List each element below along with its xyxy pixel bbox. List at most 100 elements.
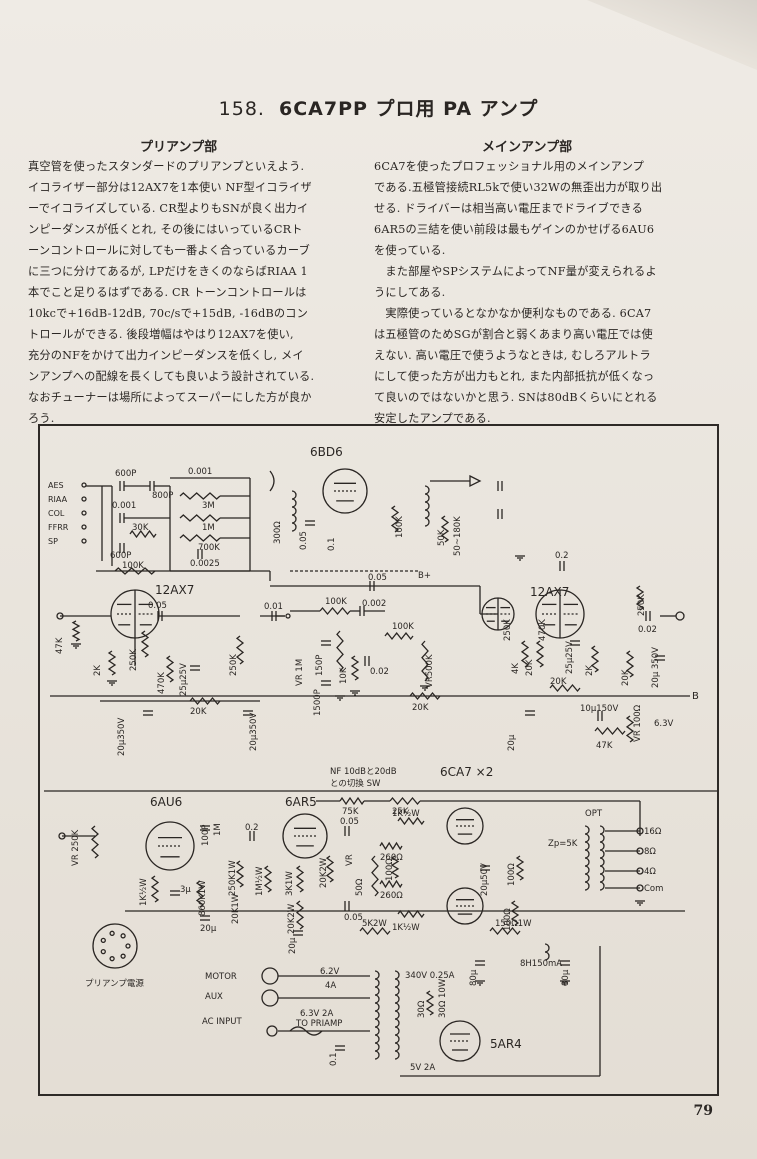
coil-symbol (394, 1026, 400, 1036)
resistor-symbol (235, 635, 245, 665)
preamp-text-column: 真空管を使ったスタンダードのプリアンプといえよう.イコライザー部分は12AX7を… (28, 156, 314, 429)
resistor-symbol (71, 620, 81, 642)
resistor-symbol (295, 865, 305, 893)
schematic-label: 5V 2A (410, 1063, 435, 1073)
schematic-label: 10μ150V (580, 704, 618, 714)
schematic-label: 4K (511, 663, 521, 674)
schematic-label: 800P (152, 491, 173, 501)
right-text-line: 6CA7を使ったプロフェッショナル用のメインアンプ (374, 160, 645, 173)
vacuum-tube-symbol (282, 813, 328, 859)
schematic-label: 1K½W (392, 809, 420, 819)
resistor-symbol (489, 926, 521, 936)
coil-symbol (374, 1034, 380, 1044)
coil-symbol (544, 943, 550, 953)
coil-symbol (599, 857, 605, 867)
page-corner-fold (587, 0, 757, 70)
node (285, 613, 291, 619)
schematic-label: 6.2V (320, 967, 340, 977)
schematic-label: TO PRIAMP (295, 1019, 342, 1029)
schematic-label: 20μ 350V (651, 647, 661, 688)
schematic-label: 100P (201, 825, 211, 846)
resistor-symbol (409, 691, 441, 701)
socket-pin (125, 943, 131, 949)
schematic-label: 250K (229, 654, 239, 676)
schematic-label: 250K (129, 649, 139, 671)
coil-symbol (291, 514, 297, 524)
mainamp-text-column: 6CA7を使ったプロフェッショナル用のメインアンプである.五極管接続RL5kで使… (374, 156, 662, 429)
coil-symbol (291, 506, 297, 516)
vacuum-tube-symbol (446, 887, 484, 925)
selector-contact (81, 524, 87, 530)
coil-symbol (374, 986, 380, 996)
schematic-label: 100Ω (385, 858, 395, 881)
schematic-label: 50Ω (355, 878, 365, 896)
left-text-line: ンピーダンスが低くとれ, その後にはいっているCRト (28, 223, 303, 236)
coil-symbol (584, 825, 590, 835)
coil-symbol (599, 841, 605, 851)
resistor-symbol (129, 529, 157, 539)
schematic-label: Zp=5K (548, 839, 578, 849)
resistor-symbol (107, 650, 117, 676)
right-text-line: うにしてある. (374, 286, 446, 299)
schematic-label: 0.02 (638, 625, 657, 635)
schematic-label: AUX (205, 992, 223, 1002)
resistor-symbol (625, 650, 635, 678)
vacuum-tube-symbol (439, 1020, 481, 1062)
schematic-label: 250K (503, 619, 513, 641)
resistor-symbol (336, 630, 344, 672)
ac-input (266, 1025, 278, 1037)
schematic-label: 0.05 (344, 913, 363, 923)
schematic-label: 25K (392, 807, 409, 817)
schematic-label: 5K2W (362, 919, 387, 929)
tube-label: 12AX7 (155, 583, 194, 597)
resistor-symbol (379, 841, 403, 851)
left-text-line: トロールができる. 後段増幅はやはり12AX7を使い, (28, 328, 294, 341)
socket-pin (109, 930, 115, 936)
left-text-line: イコライザー部分は12AX7を1本使い NF型イコライザ (28, 181, 312, 194)
schematic-label: 3K1W (285, 871, 295, 896)
page-title: 158.6CA7PP プロ用 PA アンプ (0, 94, 757, 121)
schematic-label: 3μ (180, 885, 191, 895)
resistor-symbol (440, 515, 450, 543)
resistor-symbol (520, 640, 530, 668)
resistor-symbol (510, 900, 520, 926)
coil-symbol (599, 833, 605, 843)
schematic-label: 50~180K (453, 516, 463, 556)
resistor-symbol (339, 796, 365, 806)
right-text-line: 実際使っているとなかなか便利なものである. 6CA7 (374, 307, 652, 320)
right-text-line: えない. 高い電圧で使うようなときは, むしろアルトラ (374, 349, 651, 362)
schematic-label: 1K½W (392, 923, 420, 933)
schematic-label: 260Ω (380, 891, 403, 901)
schematic-label: 470K (157, 672, 167, 694)
coil-symbol (374, 1042, 380, 1052)
resistor-symbol (91, 825, 99, 859)
resistor-symbol (150, 875, 160, 903)
coil-symbol (424, 493, 430, 503)
resistor-symbol (421, 640, 429, 682)
tube-label: 5AR4 (490, 1037, 522, 1051)
schematic-label: 2K (93, 665, 103, 676)
schematic-label: 150Ω1W (495, 919, 532, 929)
schematic-label: 0.05 (299, 531, 309, 550)
schematic-label: 30K (132, 523, 149, 533)
coil-symbol (374, 1018, 380, 1028)
schematic-label: 860K1W (198, 880, 208, 916)
schematic-label: 3M (202, 501, 215, 511)
schematic-label: 150P (315, 655, 325, 676)
coil-symbol (599, 825, 605, 835)
resistor-symbol (397, 909, 425, 919)
schematic-label: 20μ (507, 734, 517, 751)
tube-label: 6AR5 (285, 795, 317, 809)
schematic-label: 75K (342, 807, 359, 817)
schematic-label: 8H150mA (520, 959, 562, 969)
coil-symbol (584, 881, 590, 891)
coil-symbol (599, 873, 605, 883)
resistor-symbol (350, 655, 360, 681)
schematic-label: 4Ω (644, 867, 656, 877)
schematic-label: 0.001 (188, 467, 212, 477)
tube-label: 6CA7 ×2 (440, 765, 493, 779)
page-number: 79 (693, 1103, 713, 1119)
schematic-label: 6.3V 2A (300, 1009, 333, 1019)
schematic-label: VR 1M (295, 659, 305, 686)
resistor-symbol (594, 726, 626, 736)
